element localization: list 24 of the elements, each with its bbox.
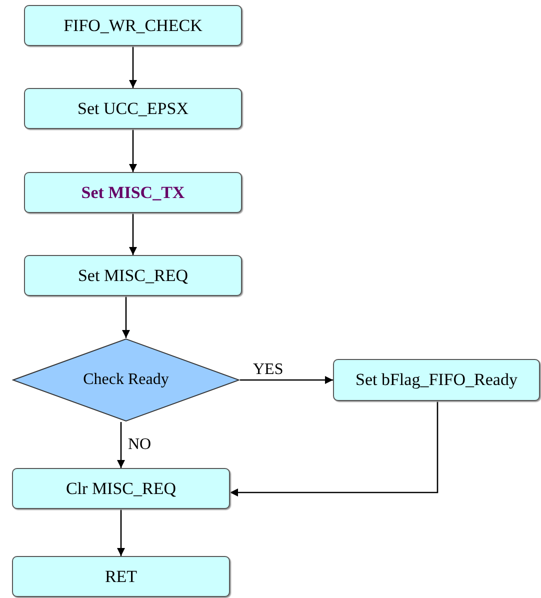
node-text: Set MISC_REQ — [78, 266, 188, 286]
process-box — [24, 255, 242, 296]
process-box — [24, 5, 242, 46]
node-text: RET — [104, 566, 138, 586]
node-text: Set MISC_TX — [81, 182, 185, 202]
arrow — [129, 213, 137, 255]
node-text: Check Ready — [83, 371, 169, 389]
node-text: FIFO_WR_CHECK — [64, 16, 202, 36]
process-box — [333, 359, 540, 401]
arrow — [240, 376, 333, 384]
process-box — [12, 556, 230, 597]
arrow — [122, 296, 130, 338]
arrow — [117, 509, 125, 556]
node-text: Set bFlag_FIFO_Ready — [356, 370, 518, 390]
process-box — [12, 468, 230, 509]
process-box — [24, 88, 242, 129]
decision-diamond — [12, 338, 240, 422]
arrow — [117, 422, 125, 468]
arrow — [129, 129, 137, 172]
process-box — [24, 172, 242, 213]
arrow — [129, 46, 137, 88]
arrow — [230, 401, 438, 496]
node-text: Clr MISC_REQ — [66, 478, 176, 498]
node-text: Set UCC_EPSX — [78, 98, 188, 118]
